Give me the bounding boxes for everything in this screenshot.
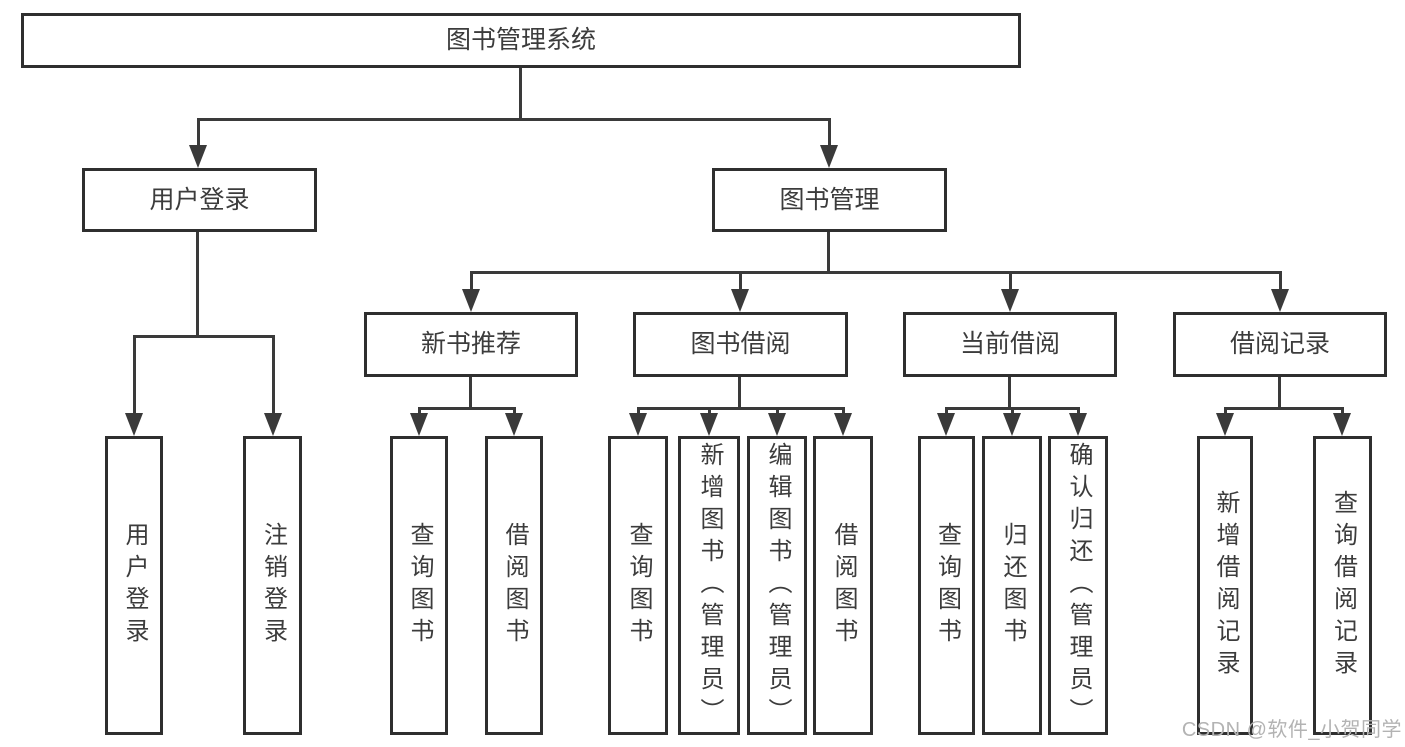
leaf-label: 查询图书 — [625, 521, 652, 650]
node-book-management: 图书管理 — [712, 168, 947, 232]
leaf-label: 借阅图书 — [501, 521, 528, 650]
arrow-down-icon — [1216, 413, 1234, 436]
connector-line — [637, 407, 845, 410]
connector-line — [828, 118, 831, 146]
connector-line — [1278, 377, 1281, 408]
node-current-borrow: 当前借阅 — [903, 312, 1117, 377]
arrow-down-icon — [1003, 413, 1021, 436]
node-label: 新书推荐 — [420, 330, 521, 358]
connector-line — [945, 407, 948, 416]
connector-line — [470, 272, 473, 290]
arrow-down-icon — [731, 289, 749, 312]
node-book-borrow: 图书借阅 — [633, 312, 848, 377]
connector-line — [469, 377, 472, 408]
leaf-borrow-add-book-admin: 新增图书（管理员） — [678, 436, 740, 735]
arrow-down-icon — [264, 413, 282, 436]
connector-line — [470, 271, 1282, 274]
leaf-label: 借阅图书 — [830, 521, 857, 650]
connector-line — [197, 118, 200, 146]
connector-line — [827, 232, 830, 274]
leaf-label: 编辑图书（管理员） — [764, 441, 791, 730]
leaf-label: 查询图书 — [933, 521, 961, 650]
leaf-label: 确认归还（管理员） — [1065, 441, 1092, 730]
connector-line — [1077, 407, 1080, 416]
node-borrow-records: 借阅记录 — [1173, 312, 1387, 377]
connector-line — [1224, 407, 1344, 410]
connector-line — [1279, 272, 1282, 290]
leaf-records-query-record: 查询借阅记录 — [1313, 436, 1372, 735]
connector-line — [133, 335, 275, 338]
leaf-label: 注销登录 — [259, 521, 287, 650]
arrow-down-icon — [700, 413, 718, 436]
connector-line — [1224, 407, 1227, 416]
connector-line — [418, 407, 421, 416]
leaf-label: 归还图书 — [999, 521, 1026, 650]
arrow-down-icon — [1069, 413, 1087, 436]
leaf-label: 用户登录 — [121, 521, 148, 650]
node-root: 图书管理系统 — [21, 13, 1021, 68]
leaf-label: 新增图书（管理员） — [696, 441, 723, 730]
arrow-down-icon — [189, 145, 207, 168]
connector-line — [776, 407, 779, 416]
leaf-borrow-borrow-book: 借阅图书 — [813, 436, 873, 735]
node-label: 用户登录 — [149, 185, 250, 214]
connector-line — [1011, 407, 1014, 416]
connector-line — [1341, 407, 1344, 416]
leaf-label: 新增借阅记录 — [1212, 489, 1239, 682]
connector-line — [738, 377, 741, 408]
connector-line — [708, 407, 711, 416]
leaf-label: 查询借阅记录 — [1329, 489, 1357, 682]
leaf-current-confirm-return-admin: 确认归还（管理员） — [1048, 436, 1108, 735]
leaf-recommend-borrow-book: 借阅图书 — [485, 436, 543, 735]
leaf-label: 查询图书 — [406, 521, 433, 650]
leaf-borrow-query-book: 查询图书 — [608, 436, 668, 735]
node-label: 图书管理 — [779, 185, 880, 214]
connector-line — [197, 118, 831, 121]
leaf-user-login: 用户登录 — [105, 436, 163, 735]
connector-line — [1009, 272, 1012, 290]
leaf-logout: 注销登录 — [243, 436, 302, 735]
arrow-down-icon — [820, 145, 838, 168]
connector-line — [739, 272, 742, 290]
connector-line — [842, 407, 845, 416]
leaf-current-return-book: 归还图书 — [982, 436, 1042, 735]
leaf-borrow-edit-book-admin: 编辑图书（管理员） — [747, 436, 807, 735]
connector-line — [519, 68, 522, 120]
connector-line — [513, 407, 516, 416]
node-user-login: 用户登录 — [82, 168, 317, 232]
arrow-down-icon — [768, 413, 786, 436]
arrow-down-icon — [462, 289, 480, 312]
node-label: 图书借阅 — [690, 330, 791, 358]
connector-line — [272, 335, 275, 413]
connector-line — [1008, 377, 1011, 408]
leaf-current-query-book: 查询图书 — [918, 436, 975, 735]
node-label: 当前借阅 — [959, 330, 1060, 358]
arrow-down-icon — [505, 413, 523, 436]
arrow-down-icon — [1333, 413, 1351, 436]
node-label: 借阅记录 — [1229, 330, 1330, 358]
node-new-book-recommend: 新书推荐 — [364, 312, 578, 377]
arrow-down-icon — [629, 413, 647, 436]
leaf-records-add-record: 新增借阅记录 — [1197, 436, 1253, 735]
connector-line — [196, 232, 199, 336]
arrow-down-icon — [1271, 289, 1289, 312]
arrow-down-icon — [410, 413, 428, 436]
csdn-watermark: CSDN @软件_小贺同学 — [1181, 719, 1402, 741]
arrow-down-icon — [937, 413, 955, 436]
connector-line — [637, 407, 640, 416]
leaf-recommend-query-book: 查询图书 — [390, 436, 448, 735]
arrow-down-icon — [834, 413, 852, 436]
arrow-down-icon — [1001, 289, 1019, 312]
arrow-down-icon — [125, 413, 143, 436]
connector-line — [418, 407, 516, 410]
connector-line — [133, 335, 136, 413]
node-label: 图书管理系统 — [445, 26, 596, 54]
